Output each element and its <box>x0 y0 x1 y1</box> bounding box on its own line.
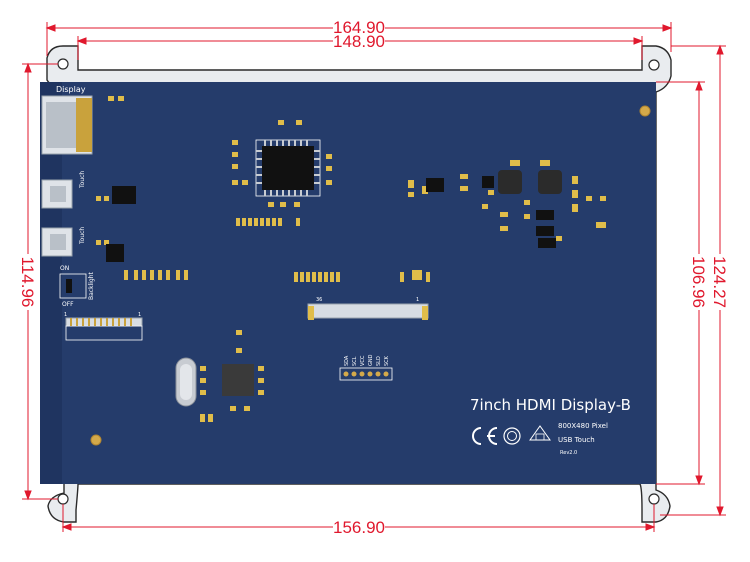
dim-left: 114.96 <box>18 257 37 308</box>
label-on: ON <box>60 265 69 272</box>
mount-hole-top-left <box>57 58 69 70</box>
fpc-small-pin-right: 1 <box>138 312 141 318</box>
main-controller-chip <box>255 139 321 197</box>
ce-mark-icon <box>472 427 498 445</box>
usb-touch-connector: Touch <box>41 171 86 209</box>
board-revision: Rev2.0 <box>560 450 577 456</box>
fpc-small-pin-left: 1 <box>64 312 67 318</box>
label-touch-2: Touch <box>79 227 86 245</box>
mount-hole-bottom-left <box>57 493 69 505</box>
label-backlight: Backlight <box>88 271 95 300</box>
dim-right-inner: 106.96 <box>689 256 708 308</box>
pin-label-2: SCL <box>352 356 358 366</box>
pin-header: SDA SCL VCC GND SLD SCK <box>339 354 393 381</box>
dim-top-outer: 164.90 <box>333 18 385 37</box>
crystal-oscillator <box>175 357 197 407</box>
pin-label-5: SLD <box>376 356 382 366</box>
fpc-large-pin-left: 36 <box>316 297 322 303</box>
pin-label-4: GND <box>368 354 374 366</box>
usb-power-connector: Touch <box>41 227 86 257</box>
dim-top-inner: 148.90 <box>333 32 385 51</box>
rohs-mark-icon <box>529 425 551 441</box>
test-point-left <box>90 434 102 446</box>
label-off: OFF <box>62 301 74 308</box>
dim-bottom: 156.90 <box>333 518 385 537</box>
pin-label-1: SDA <box>344 355 350 366</box>
dim-right-outer: 124.27 <box>710 256 729 308</box>
backlight-switch: ON Backlight OFF <box>59 265 95 308</box>
fpc-large-pin-right: 1 <box>416 297 419 303</box>
label-display: Display <box>56 85 86 94</box>
board-resolution: 800X480 Pixel <box>558 422 608 430</box>
board-touch: USB Touch <box>558 436 595 444</box>
smd-components <box>96 96 606 422</box>
hdmi-connector: Display <box>41 85 93 155</box>
pin-label-6: SCK <box>384 355 390 366</box>
fpc-connector-large: 36 1 <box>307 297 429 320</box>
pcb-board <box>40 82 656 484</box>
mount-hole-bottom-right <box>648 493 660 505</box>
fpc-connector-small: 1 1 <box>64 312 143 341</box>
board-title: 7inch HDMI Display-B <box>470 396 631 414</box>
mount-hole-top-right <box>648 59 660 71</box>
pin-label-3: VCC <box>360 355 366 366</box>
ccc-mark-icon <box>503 427 521 445</box>
test-point-right <box>639 105 651 117</box>
small-ics <box>106 170 562 396</box>
label-touch: Touch <box>79 171 86 189</box>
